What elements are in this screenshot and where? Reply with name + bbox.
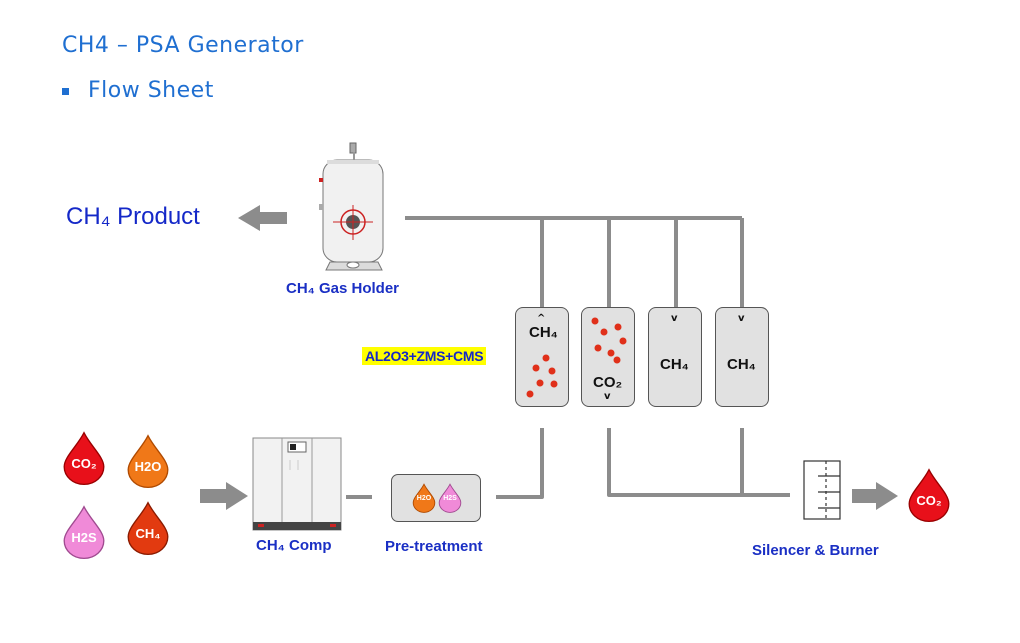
section-title: Flow Sheet [88,78,214,103]
compressor-unit [252,437,342,531]
adsorber-vessel-1: ^ CH₄ [515,307,569,407]
adsorbed-molecules [526,354,558,398]
gas-holder-tank [319,142,384,271]
arrow-up-icon: ^ [537,313,546,324]
h2s-drop-icon: H2S [438,483,462,513]
section-heading: Flow Sheet [62,78,214,103]
bullet-icon [62,88,69,95]
pretreatment-label: Pre-treatment [385,538,483,555]
ch4-drop-icon: CH₄ [126,500,170,556]
exhaust-arrow [852,482,898,510]
gas-holder-label: CH₄ Gas Holder [286,280,400,297]
vessel2-bottom-pipe [607,428,790,497]
vessel-top-label: CH₄ [660,356,689,373]
arrow-down-icon: v [671,313,678,324]
pretreatment-unit: H2O H2S [391,474,481,522]
product-arrow [238,205,287,231]
h2s-drop-icon: H2S [62,504,106,560]
h2o-drop-icon: H2O [412,483,436,513]
adsorbed-molecules [591,317,627,364]
arrow-down-icon: v [738,313,745,324]
h2o-drop-icon: H2O [126,433,170,489]
adsorber-vessel-3: v CH₄ [648,307,702,407]
co2-exhaust-drop-icon: CO₂ [907,467,951,523]
arrow-down-icon: v [604,391,611,402]
silencer-unit [803,460,841,520]
silencer-label: Silencer & Burner [752,542,879,559]
adsorber-vessel-4: v CH₄ [715,307,769,407]
vessel-bottom-label: CO₂ [593,374,623,391]
vessel-top-label: CH₄ [727,356,756,373]
adsorber-vessel-2: CO₂ v [581,307,635,407]
page-title: CH4 – PSA Generator [62,33,304,58]
co2-drop-icon: CO₂ [62,430,106,486]
adsorbent-label: AL2O3+ZMS+CMS [362,347,487,365]
feed-arrow [200,482,248,510]
vessel-top-label: CH₄ [529,324,558,341]
feed-pipe [496,428,544,499]
compressor-label: CH₄ Comp [256,537,332,554]
product-label: CH₄ Product [66,203,200,230]
